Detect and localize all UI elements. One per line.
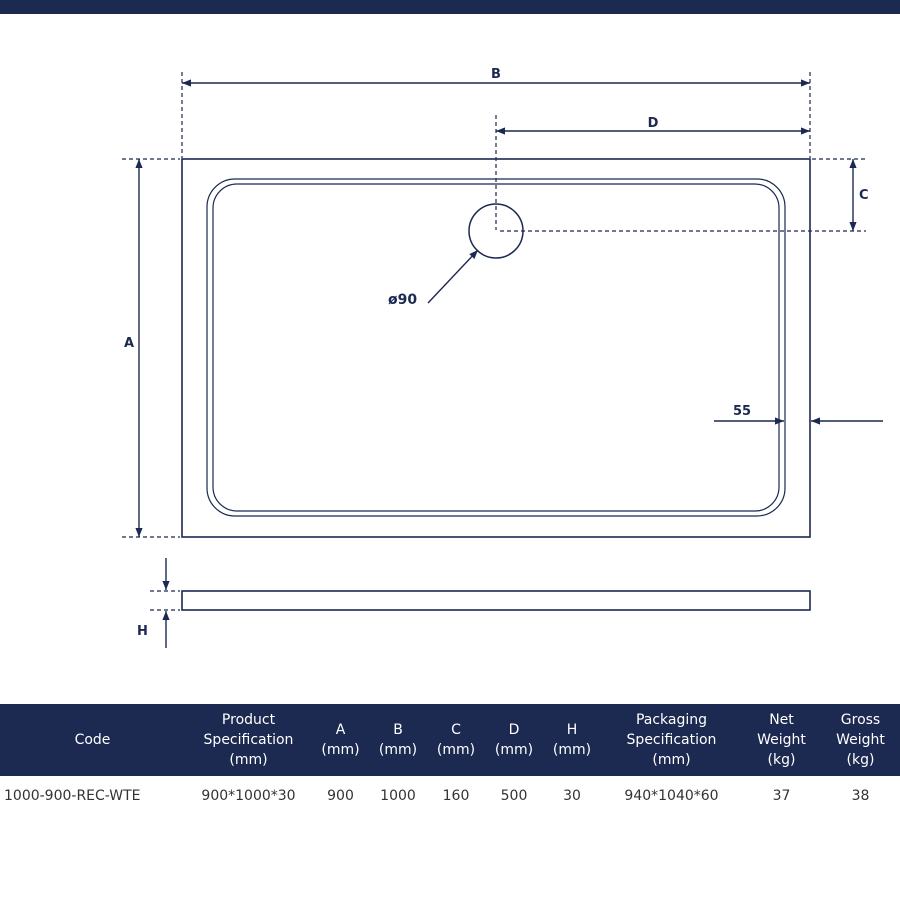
shower-tray-drawing: ø90 B D C A 55 H (122, 67, 883, 648)
edge-width-label: 55 (733, 404, 751, 419)
cell-h: 30 (563, 788, 581, 804)
cell-c: 160 (442, 788, 470, 804)
cell-gross-weight: 38 (851, 788, 870, 804)
cell-a: 900 (327, 788, 354, 804)
header-a: A (mm) (312, 704, 369, 776)
header-packaging-spec: Packaging Specification (mm) (601, 704, 742, 776)
header-h: H (mm) (543, 704, 601, 776)
specification-table: Code Product Specification (mm) A (mm) B… (0, 704, 900, 816)
dim-a-label: A (124, 336, 134, 351)
cell-b: 1000 (380, 788, 416, 804)
table-row: 1000-900-REC-WTE 900*1000*30 900 1000 16… (0, 776, 900, 816)
cell-code: 1000-900-REC-WTE (4, 788, 141, 804)
tray-side-view (181, 590, 811, 611)
cell-net-weight: 37 (772, 788, 791, 804)
header-product-spec: Product Specification (mm) (185, 704, 312, 776)
table-header-row: Code Product Specification (mm) A (mm) B… (0, 704, 900, 776)
header-code: Code (0, 704, 185, 776)
top-band (0, 0, 900, 14)
header-d: D (mm) (485, 704, 543, 776)
dim-h-label: H (137, 624, 148, 639)
header-gross-weight: Gross Weight (kg) (821, 704, 900, 776)
cell-packaging-spec: 940*1040*60 (624, 788, 719, 804)
waste-diameter-label: ø90 (388, 292, 417, 308)
cell-product-spec: 900*1000*30 (201, 788, 296, 804)
tray-basin-inner (212, 183, 780, 512)
dim-b-label: B (491, 67, 501, 82)
waste-leader (427, 249, 479, 304)
header-net-weight: Net Weight (kg) (742, 704, 821, 776)
header-b: B (mm) (369, 704, 427, 776)
dim-d-label: D (648, 116, 659, 131)
header-c: C (mm) (427, 704, 485, 776)
cell-d: 500 (500, 788, 528, 804)
dim-c-label: C (859, 188, 869, 203)
